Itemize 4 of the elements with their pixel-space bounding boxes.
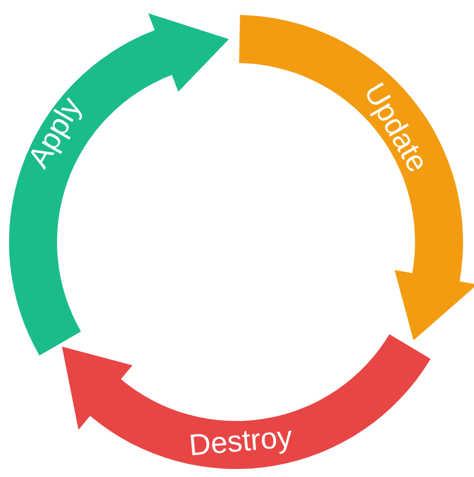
cycle-step — [62, 334, 431, 469]
cycle-step — [9, 13, 229, 356]
cycle-step — [239, 15, 474, 340]
arrow-label: Destroy — [187, 422, 293, 462]
